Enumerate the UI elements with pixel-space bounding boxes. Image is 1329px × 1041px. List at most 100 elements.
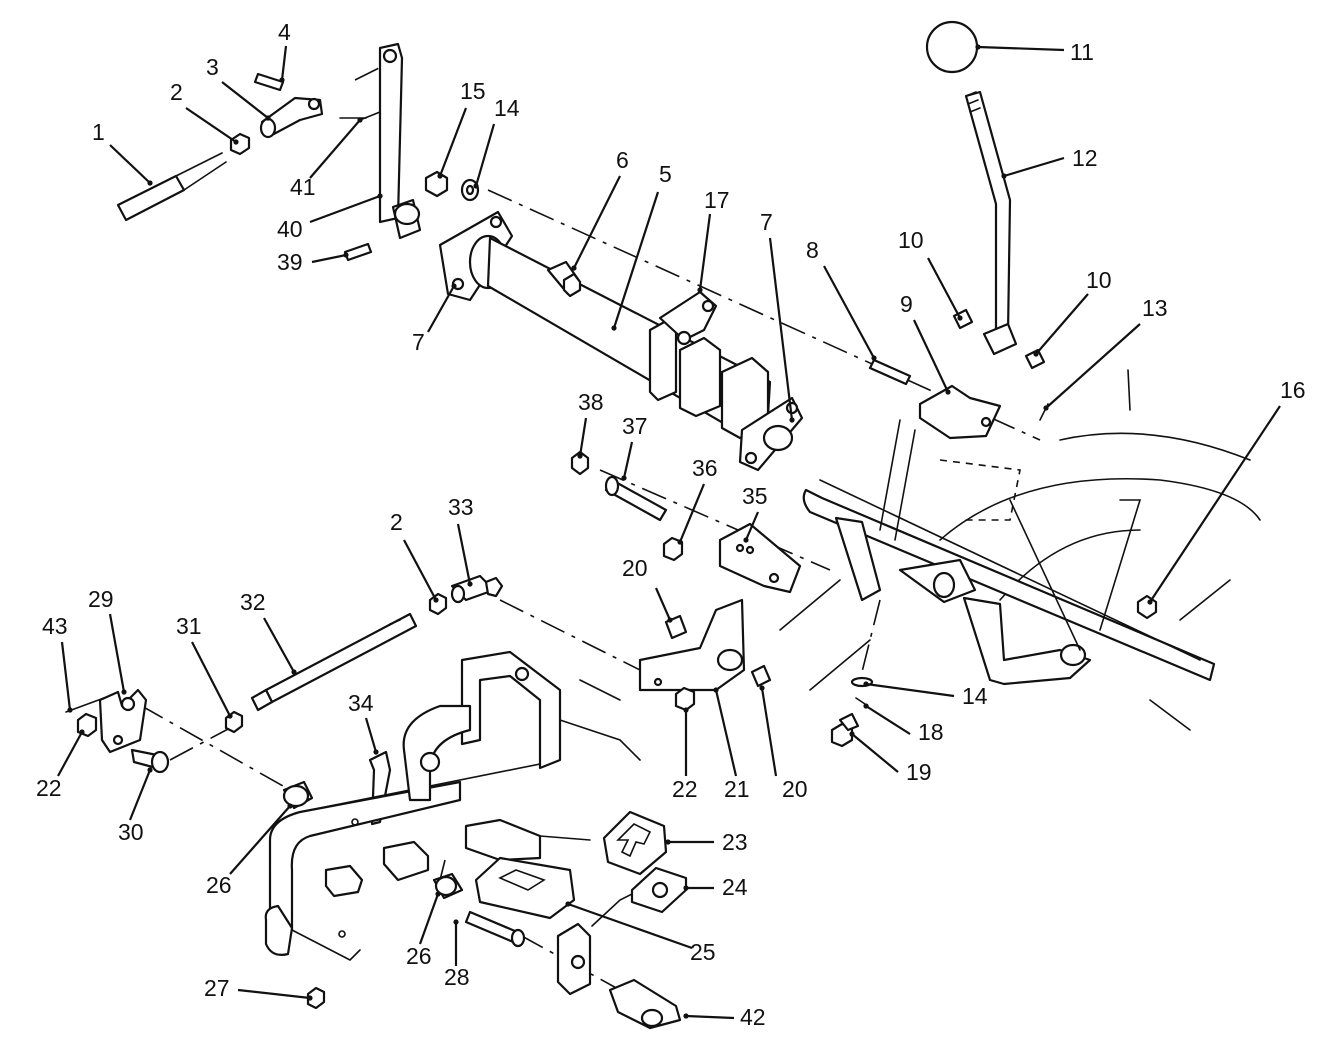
- callout-leader-7: [427, 285, 455, 333]
- callout-number-31: 31: [176, 613, 202, 639]
- callout-leader-17: [698, 213, 712, 291]
- callout-dot-14: [473, 183, 479, 189]
- callout-number-5: 5: [659, 161, 672, 187]
- nut-part-2-mid: [428, 592, 448, 616]
- callout-leader-34: [364, 717, 378, 753]
- callout-dot-29: [121, 689, 127, 695]
- callout-leader-18: [865, 705, 911, 735]
- callout-number-27: 27: [204, 975, 230, 1001]
- frame-right: [779, 369, 1261, 731]
- callout-number-14: 14: [962, 683, 988, 709]
- callout-dot-6: [571, 265, 577, 271]
- callout-number-4: 4: [278, 19, 291, 45]
- bracket-part-9: [918, 384, 1002, 440]
- bolt-part-19: [830, 712, 860, 748]
- callout-number-8: 8: [806, 237, 819, 263]
- callout-number-26: 26: [206, 872, 232, 898]
- callout-leader-26: [418, 893, 440, 945]
- callout-number-26: 26: [406, 943, 432, 969]
- fitting-part-33: [450, 574, 504, 604]
- bushing-part-26-right: [432, 872, 464, 900]
- callout-number-11: 11: [1070, 39, 1094, 65]
- callout-leader-9: [913, 319, 949, 393]
- callout-dot-38: [577, 453, 583, 459]
- bolt-part-36: [662, 536, 684, 562]
- bracket-part-29: [98, 688, 148, 754]
- shift-lever-part-12: [964, 90, 1018, 356]
- nut-part-2-top: [229, 132, 251, 156]
- shaft-part-5: [438, 210, 804, 472]
- callout-leader-13: [1045, 323, 1141, 409]
- callout-dot-32: [291, 669, 297, 675]
- bracket-part-21: [638, 598, 746, 692]
- callout-dot-2: [233, 139, 239, 145]
- callout-dot-3: [265, 115, 271, 121]
- frame-lower: [264, 650, 661, 996]
- callout-number-3: 3: [206, 54, 219, 80]
- callout-dot-10: [957, 315, 963, 321]
- callout-leader-8: [823, 265, 875, 359]
- callout-number-20: 20: [622, 555, 648, 581]
- callout-leader-2: [185, 107, 237, 143]
- bracket-part-35: [718, 522, 802, 594]
- callout-dot-42: [683, 1013, 689, 1019]
- callout-dot-1: [147, 180, 153, 186]
- callout-number-7: 7: [760, 209, 773, 235]
- callout-leader-21: [714, 689, 738, 777]
- callout-number-30: 30: [118, 819, 144, 845]
- callout-dot-8: [871, 355, 877, 361]
- callout-dot-24: [683, 885, 689, 891]
- callout-number-36: 36: [692, 455, 718, 481]
- spacer-part-20-lower: [750, 664, 772, 688]
- callout-dot-20: [759, 685, 765, 691]
- lever-arm-part-40: [378, 42, 422, 240]
- nut-part-16: [1136, 594, 1158, 620]
- callout-number-16: 16: [1280, 377, 1306, 403]
- callout-number-10: 10: [898, 227, 924, 253]
- callout-number-40: 40: [277, 216, 303, 242]
- callout-dot-31: [227, 713, 233, 719]
- callout-dot-34: [373, 749, 379, 755]
- callout-number-37: 37: [622, 413, 648, 439]
- callout-leader-38: [578, 417, 588, 457]
- callout-number-13: 13: [1142, 295, 1168, 321]
- callout-dot-14: [863, 681, 869, 687]
- callout-number-10: 10: [1086, 267, 1112, 293]
- nut-part-22-right: [674, 686, 696, 712]
- callout-dot-20: [667, 617, 673, 623]
- callout-dot-12: [1001, 173, 1007, 179]
- callout-dot-19: [849, 731, 855, 737]
- callout-dot-21: [713, 687, 719, 693]
- callout-number-28: 28: [444, 964, 470, 990]
- callout-leader-25: [567, 902, 693, 950]
- callout-number-32: 32: [240, 589, 266, 615]
- callout-dot-18: [863, 703, 869, 709]
- callout-leader-30: [128, 769, 152, 821]
- knob-part-11: [925, 20, 979, 74]
- callout-dot-10: [1033, 351, 1039, 357]
- callout-leader-39: [311, 253, 347, 264]
- callout-dot-40: [377, 193, 383, 199]
- callout-number-41: 41: [290, 174, 316, 200]
- callout-leader-14: [865, 682, 955, 698]
- callout-leader-10: [927, 257, 961, 319]
- callout-leader-31: [191, 641, 231, 717]
- callout-leader-37: [622, 441, 634, 479]
- callout-dot-30: [147, 767, 153, 773]
- callout-number-20: 20: [782, 776, 808, 802]
- callout-leader-14: [474, 123, 496, 187]
- callout-leader-1: [109, 144, 151, 184]
- callout-leader-22: [57, 731, 83, 777]
- callout-dot-2: [433, 597, 439, 603]
- callout-number-24: 24: [722, 874, 748, 900]
- callout-dot-41: [357, 117, 363, 123]
- callout-dot-39: [343, 252, 349, 258]
- callout-leader-3: [221, 81, 269, 119]
- callout-leader-11: [977, 45, 1065, 52]
- callout-dot-26: [435, 891, 441, 897]
- pin-part-8: [868, 358, 912, 386]
- callout-leader-6: [573, 175, 621, 269]
- callout-number-39: 39: [277, 249, 303, 275]
